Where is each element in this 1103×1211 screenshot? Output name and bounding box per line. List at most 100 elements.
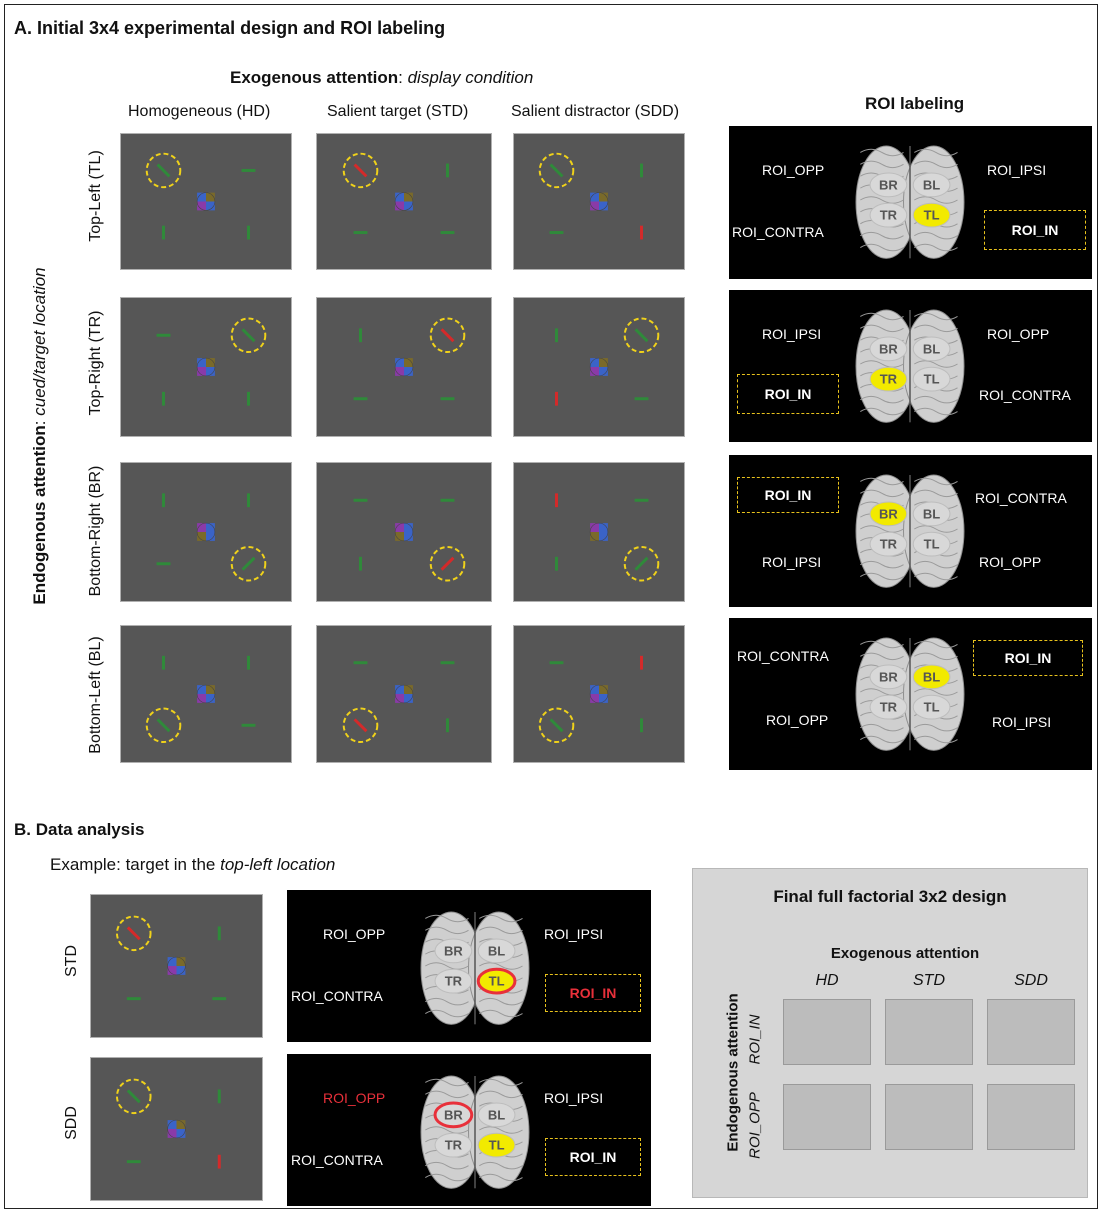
final-row-roi-in: ROI_IN [746, 1014, 764, 1065]
brain-gyrus [914, 407, 958, 416]
brain-gyrus [860, 560, 904, 569]
brain-region-br [433, 1101, 474, 1129]
brain-image [855, 145, 965, 259]
brain-gyrus [479, 1126, 523, 1134]
fixation-outline [589, 357, 609, 377]
final-col-hd: HD [815, 972, 839, 989]
brain-image [420, 1075, 530, 1189]
brain-gyrus [914, 572, 958, 581]
row-label-bl: Bottom-Left (BL) [87, 636, 104, 754]
brain-gyrus [914, 360, 958, 368]
bar-stimulus [353, 163, 368, 178]
fixation-outline [394, 522, 414, 542]
cue-circle [230, 545, 267, 582]
brain-gyrus [860, 231, 904, 240]
endo-label: Endogenous attention: cued/target locati… [30, 226, 50, 646]
fixation-quadrant [206, 532, 215, 541]
stimulus-panel-tr-std [316, 297, 492, 437]
fixation-outline [394, 684, 414, 704]
stimulus-display [156, 317, 267, 406]
fixation-quadrant [197, 367, 206, 376]
stimulus-display [145, 655, 256, 744]
final-row-roi-opp: ROI_OPP [746, 1092, 764, 1159]
roi-label-ipsi: ROI_IPSI [987, 162, 1047, 178]
stimulus-display [342, 152, 455, 235]
cue-circle [342, 707, 379, 744]
bar-stimulus [634, 556, 649, 571]
fixation-quadrant [206, 192, 215, 202]
fixation-quadrant [395, 201, 404, 211]
fixation-quadrant [206, 201, 215, 211]
brain-gyrus [914, 640, 958, 649]
final-exo-title: Exogenous attention [830, 945, 980, 962]
brain-gyrus [860, 489, 904, 498]
roi-label-contra: ROI_CONTRA [737, 648, 829, 664]
roi-label-contra: ROI_CONTRA [979, 387, 1071, 403]
fixation-quadrant [590, 358, 599, 367]
row-label-tr: Top-Right (TR) [87, 310, 104, 416]
stimulus-display [538, 152, 643, 240]
fixation-quadrant [404, 694, 413, 703]
roi-label-ipsi: ROI_IPSI [544, 1090, 604, 1106]
stimulus-panel-br-std [316, 462, 492, 602]
brain-gyrus [425, 1078, 469, 1087]
analysis-panel-sdd [90, 1057, 263, 1201]
stimulus-display [538, 655, 643, 744]
brain-gyrus [860, 360, 904, 368]
fixation-quadrant [395, 523, 404, 532]
brain-region-label-bl: BL [923, 341, 940, 356]
fixation-quadrant [197, 201, 206, 211]
roi-label-ipsi: ROI_IPSI [544, 926, 604, 942]
row-label-b-std: STD [63, 945, 80, 977]
fixation-quadrant [176, 966, 186, 975]
brain-region-label-tr: TR [445, 974, 463, 989]
fixation-quadrant [395, 367, 404, 376]
fixation-quadrant [599, 685, 608, 694]
brain-gyrus [860, 652, 904, 661]
fixation-quadrant [599, 192, 608, 202]
stimulus-display [353, 317, 466, 401]
fixation-outline [394, 192, 414, 211]
roi-label-ipsi: ROI_IPSI [762, 554, 822, 570]
fixation-quadrant [395, 685, 404, 694]
brain-region-label-tl: TL [924, 372, 940, 387]
brain-gyrus [860, 640, 904, 649]
brain-gyrus [914, 196, 958, 204]
fixation-outline [589, 522, 609, 542]
brain-gyrus [914, 688, 958, 696]
cue-circle [230, 317, 267, 354]
design-cell-opp-hd [783, 1084, 871, 1150]
final-endo-title: Endogenous attention [724, 993, 742, 1152]
brain-region-label-tr: TR [880, 700, 898, 715]
roi-in-box: ROI_IN [737, 477, 839, 513]
roi-in-box: ROI_IN [737, 374, 839, 414]
fixation-outline [196, 192, 216, 211]
brain-region-label-br: BR [444, 1107, 463, 1122]
brain-region-bl [477, 938, 516, 964]
fixation-quadrant [206, 694, 215, 703]
stimulus-display [145, 152, 256, 240]
fixation-quadrant [404, 192, 413, 202]
brain-gyrus [860, 525, 904, 533]
fixation-quadrant [590, 694, 599, 703]
fixation-quadrant [590, 532, 599, 541]
col-header-sdd: Salient distractor (SDD) [511, 103, 680, 120]
brain-region-label-bl: BL [923, 669, 940, 684]
brain-region-label-bl: BL [923, 177, 940, 192]
brain-region-br [869, 172, 908, 198]
fixation-quadrant [395, 358, 404, 367]
fixation-quadrant [197, 694, 206, 703]
design-cell-in-sdd [987, 999, 1075, 1065]
fixation-quadrant [599, 694, 608, 703]
roi-labeling-title: ROI labeling [865, 94, 965, 113]
fixation-quadrant [167, 957, 177, 966]
row-label-br: Bottom-Right (BR) [87, 465, 104, 597]
fixation-quadrant [206, 685, 215, 694]
roi-label-contra: ROI_CONTRA [975, 490, 1067, 506]
cue-circle [342, 152, 379, 189]
brain-gyrus [479, 962, 523, 970]
final-design-box: Final full factorial 3x2 design Exogenou… [692, 868, 1088, 1198]
